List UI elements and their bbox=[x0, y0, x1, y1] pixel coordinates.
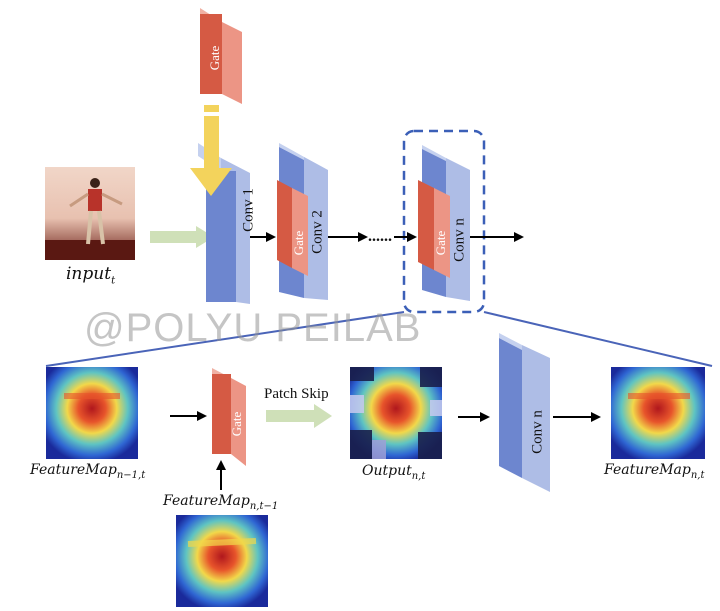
gate-bottom-block bbox=[212, 368, 246, 466]
connector-left bbox=[45, 311, 405, 367]
patch-skip-label: Patch Skip bbox=[264, 386, 329, 402]
watermark: @POLYU PEILAB bbox=[84, 306, 422, 350]
conv1-label: Conv 1 bbox=[240, 188, 256, 232]
heatmap-thumbnail bbox=[46, 367, 138, 459]
selected-layer-box bbox=[402, 129, 486, 314]
gate-top-block bbox=[200, 8, 242, 104]
featuremap-out-label: FeatureMapn,t bbox=[604, 462, 705, 481]
dots: ...... bbox=[368, 228, 392, 245]
convn-label: Conv n bbox=[451, 218, 467, 262]
input-photo bbox=[45, 167, 135, 260]
convn-bottom-block bbox=[499, 333, 550, 492]
conv2-gate-label: Gate bbox=[291, 231, 306, 256]
conv2-label: Conv 2 bbox=[309, 210, 325, 254]
convn-bottom-label: Conv n bbox=[529, 410, 545, 454]
gate-top-label: Gate bbox=[207, 46, 222, 71]
convn-gate-label: Gate bbox=[433, 231, 448, 256]
connector-right bbox=[483, 311, 713, 367]
masked-heatmap-thumbnail bbox=[350, 367, 442, 459]
featuremap-time-label: FeatureMapn,t−1 bbox=[163, 493, 279, 512]
gate-arrow bbox=[190, 105, 232, 196]
convn-gate-block bbox=[418, 180, 450, 278]
patch-skip-arrow bbox=[266, 404, 332, 428]
output-label: Outputn,t bbox=[362, 463, 426, 482]
heatmap-thumbnail bbox=[611, 367, 705, 459]
featuremap-prev-label: FeatureMapn−1,t bbox=[30, 462, 146, 481]
gate-bottom-label: Gate bbox=[229, 412, 244, 437]
heatmap-thumbnail bbox=[176, 515, 268, 607]
input-label: inputt bbox=[66, 264, 116, 287]
conv2-gate-block bbox=[277, 180, 308, 276]
input-arrow bbox=[150, 226, 214, 248]
